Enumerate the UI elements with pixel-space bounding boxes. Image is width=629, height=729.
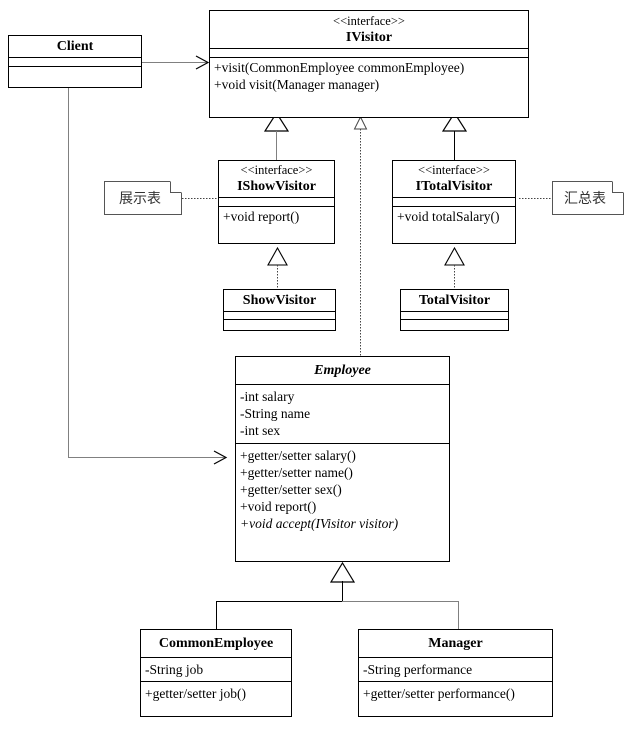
class-totalvisitor-operations-compartment (401, 320, 508, 328)
class-box-employee[interactable]: Employee -int salary -String name -int s… (235, 356, 450, 562)
class-commonemployee-attributes-compartment: -String job (141, 658, 291, 682)
class-employee-operation-abstract: +void accept(IVisitor visitor) (240, 516, 399, 531)
class-totalvisitor-title-compartment: TotalVisitor (401, 290, 508, 312)
class-commonemployee-attribute: -String job (145, 662, 204, 677)
note-total-table-text: 汇总表 (564, 191, 606, 207)
edge-client-employee-horizontal (68, 457, 226, 458)
class-itotalvisitor-title-compartment: <<interface>> ITotalVisitor (393, 161, 515, 198)
edge-client-employee-vertical (68, 88, 69, 458)
class-totalvisitor-attributes-compartment (401, 312, 508, 320)
class-showvisitor-operations-compartment (224, 320, 335, 328)
class-box-showvisitor[interactable]: ShowVisitor (223, 289, 336, 331)
class-client-title-compartment: Client (9, 36, 141, 58)
class-commonemployee-operations-compartment: +getter/setter job() (141, 682, 291, 705)
class-ivisitor-name: IVisitor (345, 30, 393, 45)
class-ivisitor-operation: +void visit(Manager manager) (214, 77, 380, 92)
note-show-table-text: 展示表 (119, 191, 161, 207)
class-client-operations-compartment (9, 67, 141, 76)
class-ivisitor-stereotype: <<interface>> (333, 14, 405, 28)
note-show-table[interactable]: 展示表 (104, 181, 182, 215)
class-client-attributes-compartment (9, 58, 141, 67)
class-manager-name: Manager (428, 636, 483, 651)
edge-generalization-to-commonemployee (216, 601, 217, 629)
class-employee-attribute: -String name (240, 406, 311, 421)
edge-client-ivisitor-horizontal (142, 62, 208, 63)
class-employee-operation: +getter/setter sex() (240, 482, 342, 497)
class-ivisitor-operations-compartment: +visit(CommonEmployee commonEmployee) +v… (210, 58, 528, 95)
class-employee-attribute: -int sex (240, 423, 281, 438)
class-itotalvisitor-operations-compartment: +void totalSalary() (393, 207, 515, 227)
class-itotalvisitor-attributes-compartment (393, 198, 515, 207)
edge-generalization-to-manager (458, 601, 459, 629)
class-box-totalvisitor[interactable]: TotalVisitor (400, 289, 509, 331)
class-box-ishowvisitor[interactable]: <<interface>> IShowVisitor +void report(… (218, 160, 335, 244)
class-box-manager[interactable]: Manager -String performance +getter/sett… (358, 629, 553, 717)
class-ishowvisitor-title-compartment: <<interface>> IShowVisitor (219, 161, 334, 198)
note-total-table[interactable]: 汇总表 (552, 181, 624, 215)
arrowhead-client-to-ivisitor (194, 54, 210, 71)
class-itotalvisitor-name: ITotalVisitor (415, 179, 493, 194)
edge-generalization-crossbar-right (342, 601, 459, 602)
arrowhead-client-to-employee (212, 449, 228, 466)
class-showvisitor-attributes-compartment (224, 312, 335, 320)
edge-ishowvisitor-ivisitor (276, 131, 277, 161)
class-ivisitor-operation: +visit(CommonEmployee commonEmployee) (214, 60, 465, 75)
class-client-name: Client (56, 39, 94, 54)
class-ivisitor-attributes-compartment (210, 49, 528, 58)
class-employee-title-compartment: Employee (236, 357, 449, 385)
class-commonemployee-name: CommonEmployee (158, 636, 274, 651)
class-ishowvisitor-operations-compartment: +void report() (219, 207, 334, 227)
class-manager-operations-compartment: +getter/setter performance() (359, 682, 552, 705)
class-showvisitor-name: ShowVisitor (242, 293, 317, 308)
class-manager-operation: +getter/setter performance() (363, 686, 515, 701)
edge-generalization-stem (342, 581, 343, 602)
class-ishowvisitor-operation: +void report() (223, 209, 300, 224)
edge-showvisitor-ishowvisitor (277, 265, 278, 289)
class-manager-attributes-compartment: -String performance (359, 658, 552, 682)
class-ishowvisitor-stereotype: <<interface>> (240, 163, 313, 177)
class-commonemployee-title-compartment: CommonEmployee (141, 630, 291, 658)
class-employee-operation: +getter/setter name() (240, 465, 353, 480)
class-employee-operation: +getter/setter salary() (240, 448, 356, 463)
class-box-itotalvisitor[interactable]: <<interface>> ITotalVisitor +void totalS… (392, 160, 516, 244)
class-employee-name: Employee (314, 363, 371, 378)
edge-itotalvisitor-ivisitor (454, 131, 455, 161)
class-employee-operations-compartment: +getter/setter salary() +getter/setter n… (236, 444, 449, 534)
class-employee-attribute: -int salary (240, 389, 295, 404)
class-manager-attribute: -String performance (363, 662, 473, 677)
class-ishowvisitor-attributes-compartment (219, 198, 334, 207)
class-itotalvisitor-operation: +void totalSalary() (397, 209, 500, 224)
class-totalvisitor-name: TotalVisitor (418, 293, 491, 308)
class-employee-attributes-compartment: -int salary -String name -int sex (236, 385, 449, 444)
edge-totalvisitor-itotalvisitor (454, 265, 455, 289)
class-box-client[interactable]: Client (8, 35, 142, 88)
edge-note-show-to-ishowvisitor (182, 198, 218, 199)
class-ivisitor-title-compartment: <<interface>> IVisitor (210, 11, 528, 49)
class-ishowvisitor-name: IShowVisitor (237, 179, 316, 194)
edge-generalization-crossbar (216, 601, 343, 602)
note-show-table-body (104, 181, 182, 215)
class-itotalvisitor-stereotype: <<interface>> (418, 163, 490, 177)
edge-employee-ivisitor-dotted (360, 129, 361, 358)
edge-note-total-to-itotalvisitor (519, 198, 552, 199)
class-manager-title-compartment: Manager (359, 630, 552, 658)
class-commonemployee-operation: +getter/setter job() (145, 686, 246, 701)
class-box-ivisitor[interactable]: <<interface>> IVisitor +visit(CommonEmpl… (209, 10, 529, 118)
class-employee-operation: +void report() (240, 499, 317, 514)
class-box-commonemployee[interactable]: CommonEmployee -String job +getter/sette… (140, 629, 292, 717)
class-showvisitor-title-compartment: ShowVisitor (224, 290, 335, 312)
